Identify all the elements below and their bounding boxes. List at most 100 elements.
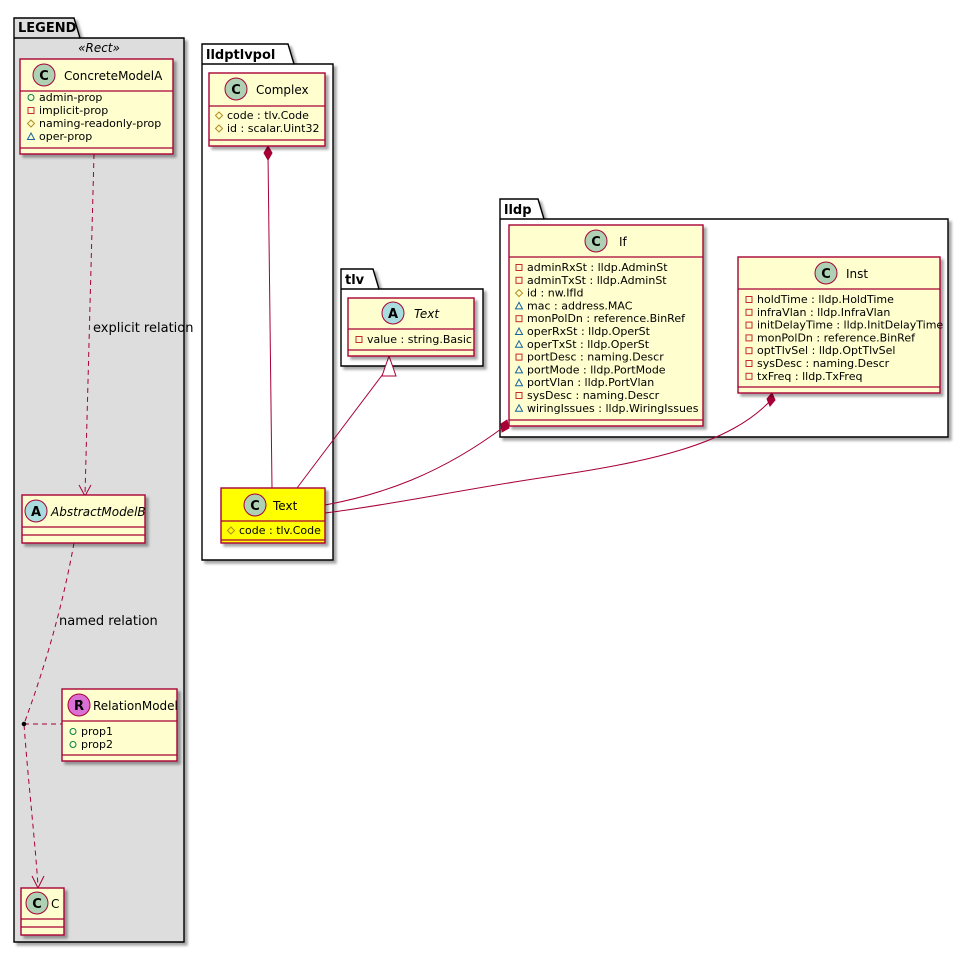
class-name: Inst bbox=[846, 267, 868, 281]
package-visibility-icon bbox=[514, 326, 524, 335]
lldptlvpol-title: lldptlvpol bbox=[206, 48, 275, 63]
circle-letter: A bbox=[31, 505, 41, 520]
class-name: If bbox=[619, 235, 628, 249]
private-visibility-icon bbox=[745, 347, 753, 355]
legend-package: LEGEND «Rect» bbox=[13, 17, 185, 943]
class-lldptlvpol-text: C Text code : tlv.Code bbox=[220, 487, 326, 544]
attribute-row: optTlvSel : lldp.OptTlvSel bbox=[757, 344, 895, 357]
attr-list: code : tlv.Code bbox=[226, 524, 321, 537]
class-concrete-model-a: C ConcreteModelA admin-propimplicit-prop… bbox=[19, 58, 174, 155]
attribute-row: code : tlv.Code bbox=[227, 109, 309, 122]
class-name: RelationModel bbox=[93, 699, 178, 713]
attribute-row: wiringIssues : lldp.WiringIssues bbox=[527, 402, 699, 415]
generalization-triangle bbox=[381, 354, 397, 377]
public-visibility-icon bbox=[27, 94, 35, 101]
circle-letter: C bbox=[250, 499, 260, 514]
class-name: AbstractModelB bbox=[50, 505, 146, 519]
attribute-row: holdTime : lldp.HoldTime bbox=[757, 293, 894, 306]
class-tlv-text: A Text value : string.Basic bbox=[347, 297, 475, 357]
attr-list: admin-propimplicit-propnaming-readonly-p… bbox=[26, 91, 161, 143]
private-visibility-icon bbox=[745, 296, 753, 303]
class-c-icon bbox=[243, 493, 267, 517]
abstract-a-icon bbox=[24, 499, 48, 523]
private-visibility-icon bbox=[745, 334, 753, 342]
class-abstract-model-b: A AbstractModelB bbox=[21, 494, 146, 544]
abstract-a-icon bbox=[381, 301, 405, 325]
named-relation-edge bbox=[23, 542, 75, 887]
attr-list: value : string.Basic bbox=[355, 333, 472, 346]
attribute-row: txFreq : lldp.TxFreq bbox=[757, 370, 862, 383]
legend-stereotype: «Rect» bbox=[78, 41, 120, 55]
inst-text-composition-edge bbox=[324, 398, 773, 514]
class-c-icon bbox=[25, 891, 49, 915]
circle-letter: C bbox=[231, 83, 241, 98]
attribute-row: mac : address.MAC bbox=[527, 299, 633, 312]
private-visibility-icon bbox=[27, 107, 35, 114]
attribute-row: portDesc : naming.Descr bbox=[527, 351, 664, 364]
class-c: C C bbox=[20, 887, 65, 936]
class-name: ConcreteModelA bbox=[64, 69, 163, 83]
private-visibility-icon bbox=[355, 336, 363, 343]
package-visibility-icon bbox=[514, 365, 524, 374]
class-name: Text bbox=[414, 307, 440, 321]
attribute-row: adminTxSt : lldp.AdminSt bbox=[527, 274, 667, 287]
private-visibility-icon bbox=[515, 264, 523, 271]
class-c-icon bbox=[814, 261, 838, 285]
public-visibility-icon bbox=[69, 728, 77, 735]
explicit-relation-label: explicit relation bbox=[93, 321, 193, 336]
attribute-row: id : scalar.Uint32 bbox=[227, 122, 319, 135]
protected-visibility-icon bbox=[26, 119, 36, 128]
package-visibility-icon bbox=[26, 131, 36, 140]
class-c-icon bbox=[584, 229, 608, 253]
attribute-row: prop2 bbox=[81, 738, 113, 751]
lldp-title: lldp bbox=[504, 203, 532, 218]
package-visibility-icon bbox=[514, 339, 524, 348]
attribute-row: code : tlv.Code bbox=[239, 524, 321, 537]
attribute-row: prop1 bbox=[81, 725, 113, 738]
public-visibility-icon bbox=[69, 741, 77, 748]
explicit-relation-edge bbox=[84, 153, 95, 496]
circle-letter: A bbox=[388, 307, 398, 322]
inst-composition-diamond bbox=[766, 392, 776, 407]
complex-text-composition-edge bbox=[267, 153, 273, 489]
attribute-row: initDelayTime : lldp.InitDelayTime bbox=[757, 319, 943, 332]
attribute-row: monPolDn : reference.BinRef bbox=[527, 312, 686, 325]
circle-letter: C bbox=[32, 897, 42, 912]
if-text-composition-edge bbox=[324, 425, 506, 506]
package-visibility-icon bbox=[514, 403, 524, 412]
circle-letter: R bbox=[74, 699, 84, 714]
package-visibility-icon bbox=[514, 301, 524, 310]
protected-visibility-icon bbox=[214, 111, 224, 120]
attribute-row: sysDesc : naming.Descr bbox=[527, 389, 660, 402]
private-visibility-icon bbox=[745, 360, 753, 367]
protected-visibility-icon bbox=[226, 526, 236, 535]
attribute-row: admin-prop bbox=[39, 91, 102, 104]
attribute-row: oper-prop bbox=[39, 130, 92, 143]
class-name: Text bbox=[272, 499, 298, 513]
circle-letter: C bbox=[591, 235, 601, 250]
attribute-row: adminRxSt : lldp.AdminSt bbox=[527, 261, 668, 274]
private-visibility-icon bbox=[745, 308, 753, 316]
private-visibility-icon bbox=[515, 353, 523, 361]
class-name: Complex bbox=[256, 83, 309, 97]
complex-composition-diamond bbox=[263, 144, 273, 162]
protected-visibility-icon bbox=[514, 288, 524, 298]
legend-title: LEGEND bbox=[18, 21, 77, 36]
class-c-icon bbox=[224, 77, 248, 101]
package-visibility-icon bbox=[514, 378, 524, 387]
attribute-row: monPolDn : reference.BinRef bbox=[757, 331, 916, 344]
private-visibility-icon bbox=[515, 276, 523, 284]
attribute-row: value : string.Basic bbox=[367, 333, 472, 346]
attribute-row: id : nw.IfId bbox=[527, 287, 584, 300]
class-name: C bbox=[51, 897, 59, 911]
attribute-row: portMode : lldp.PortMode bbox=[527, 363, 666, 376]
circle-letter: C bbox=[39, 69, 49, 84]
text-generalization-edge bbox=[296, 365, 390, 489]
relation-r-icon bbox=[67, 693, 91, 717]
